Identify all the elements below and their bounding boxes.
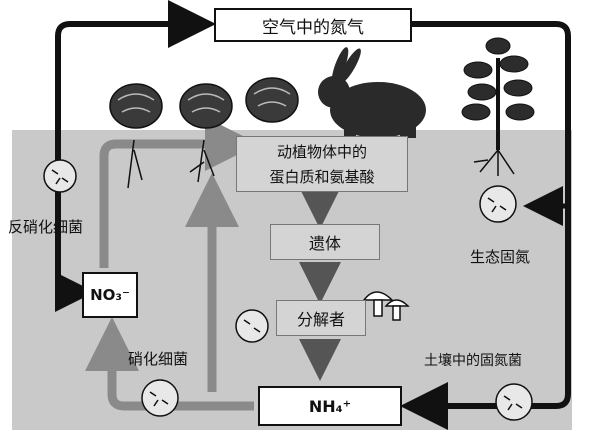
decomposer-text: 分解者 [296, 310, 345, 329]
remains-text: 遗体 [308, 234, 341, 253]
nitrifying-microbes [141, 379, 179, 417]
legume-plant [461, 37, 535, 150]
fixation-microbes [479, 185, 517, 223]
arrow-nitrate-uptake [99, 117, 259, 268]
biological-fixation-label: 生态固氮 [470, 248, 531, 266]
soil-fixing-bacteria-label: 土壤中的固氮菌 [424, 353, 522, 369]
decomposer-microbes [235, 309, 269, 343]
arrow-denitrification [55, 0, 216, 280]
mushroom-icon [362, 291, 410, 321]
remains-node: 遗体 [270, 224, 380, 260]
nitrate-node: NO₃⁻ [82, 272, 138, 318]
air-nitrogen-text: 空气中的氮气 [262, 17, 364, 38]
protein-node: 动植物体中的 蛋白质和氨基酸 [236, 136, 408, 192]
protein-text-line2: 蛋白质和氨基酸 [269, 168, 375, 186]
ammonium-node: NH₄⁺ [258, 386, 402, 426]
denitrifying-microbes [43, 159, 77, 193]
protein-text-line1: 动植物体中的 [276, 143, 367, 161]
nitrate-text: NO₃⁻ [90, 286, 130, 304]
legume-roots [473, 149, 515, 176]
nitrifying-bacteria-label: 硝化细菌 [128, 350, 189, 368]
cabbage-plant-3 [245, 77, 299, 123]
cabbage-plant-2 [179, 83, 233, 129]
cabbage-plant-1 [109, 83, 163, 129]
soil-fixing-microbes [495, 383, 533, 421]
denitrifying-bacteria-label: 反硝化细菌 [8, 218, 84, 236]
arrow-denit-to-nitrate [55, 266, 95, 312]
decomposer-node: 分解者 [276, 300, 366, 336]
plant-roots [127, 139, 215, 189]
ammonium-text: NH₄⁺ [308, 396, 352, 416]
arrow-air-to-right [400, 21, 571, 430]
rabbit-figure [318, 47, 426, 140]
arrow-nitrification [85, 317, 254, 411]
air-nitrogen-node: 空气中的氮气 [214, 8, 412, 42]
